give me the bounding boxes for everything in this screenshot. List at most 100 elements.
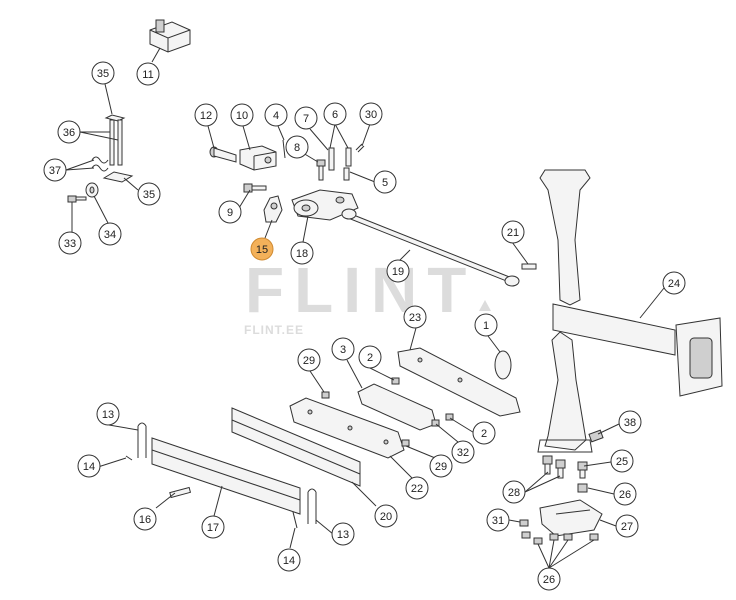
callout-13a[interactable]: 13 — [96, 402, 120, 426]
part-14-pin-b — [292, 511, 298, 529]
callout-19[interactable]: 19 — [386, 259, 410, 283]
part-18-link — [291, 189, 359, 221]
callout-4[interactable]: 4 — [264, 103, 288, 127]
part-13-u-bolt-a — [137, 422, 147, 458]
callout-25[interactable]: 25 — [610, 449, 634, 473]
callout-2b-label: 2 — [481, 428, 487, 440]
callout-35a[interactable]: 35 — [91, 61, 115, 85]
callout-11[interactable]: 11 — [136, 62, 160, 86]
callout-23[interactable]: 23 — [403, 305, 427, 329]
callout-31[interactable]: 31 — [486, 508, 510, 532]
callout-25-label: 25 — [616, 456, 628, 468]
callout-9[interactable]: 9 — [218, 200, 242, 224]
callout-29a-label: 29 — [303, 355, 315, 367]
callout-13a-label: 13 — [102, 409, 114, 421]
callout-31-label: 31 — [492, 515, 504, 527]
part-28-bolts — [542, 455, 566, 479]
callout-20[interactable]: 20 — [374, 504, 398, 528]
callout-7[interactable]: 7 — [294, 106, 318, 130]
callout-1[interactable]: 1 — [474, 313, 498, 337]
callout-22[interactable]: 22 — [405, 476, 429, 500]
callout-14a[interactable]: 14 — [77, 454, 101, 478]
callout-6-label: 6 — [332, 109, 338, 121]
part-15-bracket — [263, 195, 283, 223]
callout-8-label: 8 — [294, 142, 300, 154]
callout-11-label: 11 — [142, 69, 153, 81]
callout-3[interactable]: 3 — [331, 337, 355, 361]
part-31-bolts — [519, 519, 531, 539]
part-16-bolt — [169, 486, 192, 499]
callout-33-label: 33 — [64, 238, 76, 250]
callout-28[interactable]: 28 — [502, 480, 526, 504]
callout-32[interactable]: 32 — [451, 440, 475, 464]
part-9-bolt — [243, 183, 267, 193]
watermark-triangle-icon — [479, 300, 491, 311]
callout-7-label: 7 — [303, 113, 309, 125]
callout-2a-label: 2 — [367, 352, 373, 364]
callout-2a[interactable]: 2 — [358, 345, 382, 369]
part-14-pin-a — [125, 455, 133, 461]
callout-35a-label: 35 — [97, 68, 109, 80]
callout-29a[interactable]: 29 — [297, 348, 321, 372]
leader-lines — [65, 47, 665, 569]
callout-34-label: 34 — [104, 229, 116, 241]
callout-4-label: 4 — [273, 110, 279, 122]
callout-24[interactable]: 24 — [662, 271, 686, 295]
part-24-frame — [537, 169, 723, 453]
callout-17[interactable]: 17 — [201, 515, 225, 539]
callout-18[interactable]: 18 — [290, 241, 314, 265]
part-5-pin — [343, 167, 350, 181]
callout-29b[interactable]: 29 — [429, 454, 453, 478]
part-35-plate — [102, 171, 134, 183]
watermark-brand: FLINT — [245, 254, 476, 326]
callout-27[interactable]: 27 — [615, 514, 639, 538]
parts-drawing — [67, 19, 723, 545]
part-8-bolt — [316, 159, 326, 181]
callout-30[interactable]: 30 — [359, 102, 383, 126]
callout-5[interactable]: 5 — [373, 170, 397, 194]
callout-21[interactable]: 21 — [501, 220, 525, 244]
watermark-site: FLINT.EE — [244, 323, 304, 337]
callout-36-label: 36 — [63, 127, 75, 139]
callout-21-label: 21 — [507, 227, 519, 239]
part-20-blade — [231, 407, 361, 487]
callout-14a-label: 14 — [83, 461, 95, 473]
callout-10[interactable]: 10 — [230, 103, 254, 127]
callout-13b[interactable]: 13 — [331, 522, 355, 546]
callout-29b-label: 29 — [435, 461, 447, 473]
part-30-spring — [355, 143, 365, 153]
callout-16[interactable]: 16 — [133, 507, 157, 531]
callout-33[interactable]: 33 — [58, 231, 82, 255]
callout-26b[interactable]: 26 — [537, 567, 561, 591]
part-19-rod — [341, 208, 520, 287]
part-21-bolt — [521, 263, 537, 270]
callout-12[interactable]: 12 — [194, 103, 218, 127]
callout-32-label: 32 — [457, 447, 469, 459]
callout-15-label: 15 — [256, 244, 268, 256]
small-bolts — [321, 377, 454, 447]
callout-6[interactable]: 6 — [323, 102, 347, 126]
callout-38-label: 38 — [624, 417, 636, 429]
part-10-clevis — [239, 145, 277, 171]
part-26-bolt-a — [577, 483, 588, 493]
part-23-blade — [397, 347, 521, 417]
callout-37[interactable]: 37 — [43, 158, 67, 182]
part-36-pins — [104, 114, 126, 166]
callout-15[interactable]: 15 — [250, 237, 274, 261]
callout-8[interactable]: 8 — [285, 135, 309, 159]
part-34-washer — [85, 182, 99, 198]
callout-26a[interactable]: 26 — [613, 482, 637, 506]
callout-35b[interactable]: 35 — [137, 182, 161, 206]
callout-23-label: 23 — [409, 312, 421, 324]
callout-1-label: 1 — [483, 320, 489, 332]
part-25-bolt — [577, 461, 588, 479]
callout-28-label: 28 — [508, 487, 520, 499]
callout-2b[interactable]: 2 — [472, 421, 496, 445]
callout-20-label: 20 — [380, 511, 392, 523]
callout-36[interactable]: 36 — [57, 120, 81, 144]
callout-38[interactable]: 38 — [618, 410, 642, 434]
callout-34[interactable]: 34 — [98, 222, 122, 246]
part-22-blade — [289, 397, 405, 459]
callout-14b[interactable]: 14 — [277, 548, 301, 572]
part-4-spring-pin — [282, 139, 286, 159]
